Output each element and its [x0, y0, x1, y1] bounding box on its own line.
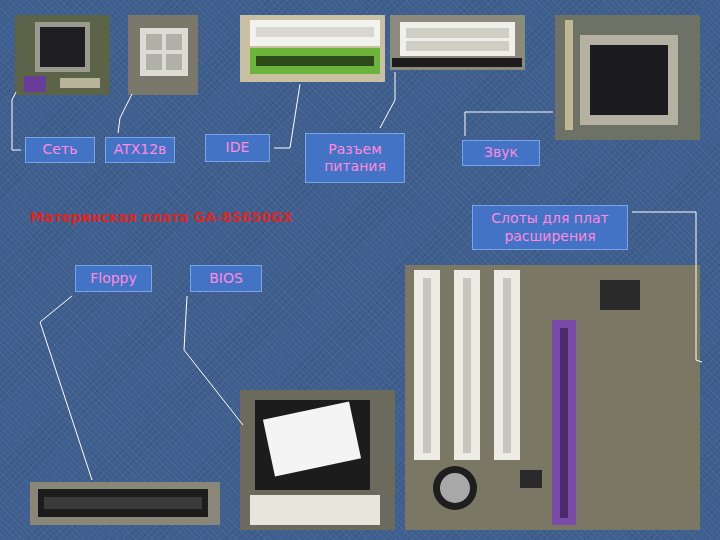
label-text: Слоты для плат расширения	[479, 210, 621, 245]
label-box: Сеть	[25, 137, 95, 163]
leader-line	[465, 112, 553, 136]
leader-line	[40, 296, 92, 480]
label-text: Звук	[484, 144, 518, 162]
leader-line	[380, 72, 395, 128]
label-box: Разъем питания	[305, 133, 405, 183]
ide-connector-photo	[240, 15, 385, 82]
label-box: Звук	[462, 140, 540, 166]
power-connector-photo	[390, 15, 525, 70]
expansion-slots-photo	[405, 265, 700, 530]
label-box: Floppy	[75, 265, 152, 292]
label-text: Floppy	[90, 270, 137, 288]
leader-line	[12, 92, 21, 150]
leader-line	[274, 84, 300, 148]
label-text: BIOS	[209, 270, 243, 288]
leader-line	[118, 94, 132, 133]
label-text: Разъем питания	[312, 141, 398, 176]
label-box: BIOS	[190, 265, 262, 292]
bios-chip-photo	[240, 390, 395, 530]
label-text: Сеть	[43, 141, 78, 159]
leader-line	[632, 212, 702, 362]
label-box: Слоты для плат расширения	[472, 205, 628, 250]
label-box: ATX12в	[105, 137, 175, 163]
label-box: IDE	[205, 134, 270, 162]
leader-lines	[12, 72, 702, 480]
network-chip-photo	[15, 15, 110, 95]
slide-title: Материнская плата GA-8S650GX	[30, 209, 293, 225]
atx12-connector-photo	[128, 15, 198, 95]
leader-line	[184, 296, 243, 425]
label-text: IDE	[226, 139, 250, 157]
sound-chip-photo	[555, 15, 700, 140]
label-text: ATX12в	[114, 141, 167, 159]
floppy-connector-photo	[30, 482, 220, 525]
